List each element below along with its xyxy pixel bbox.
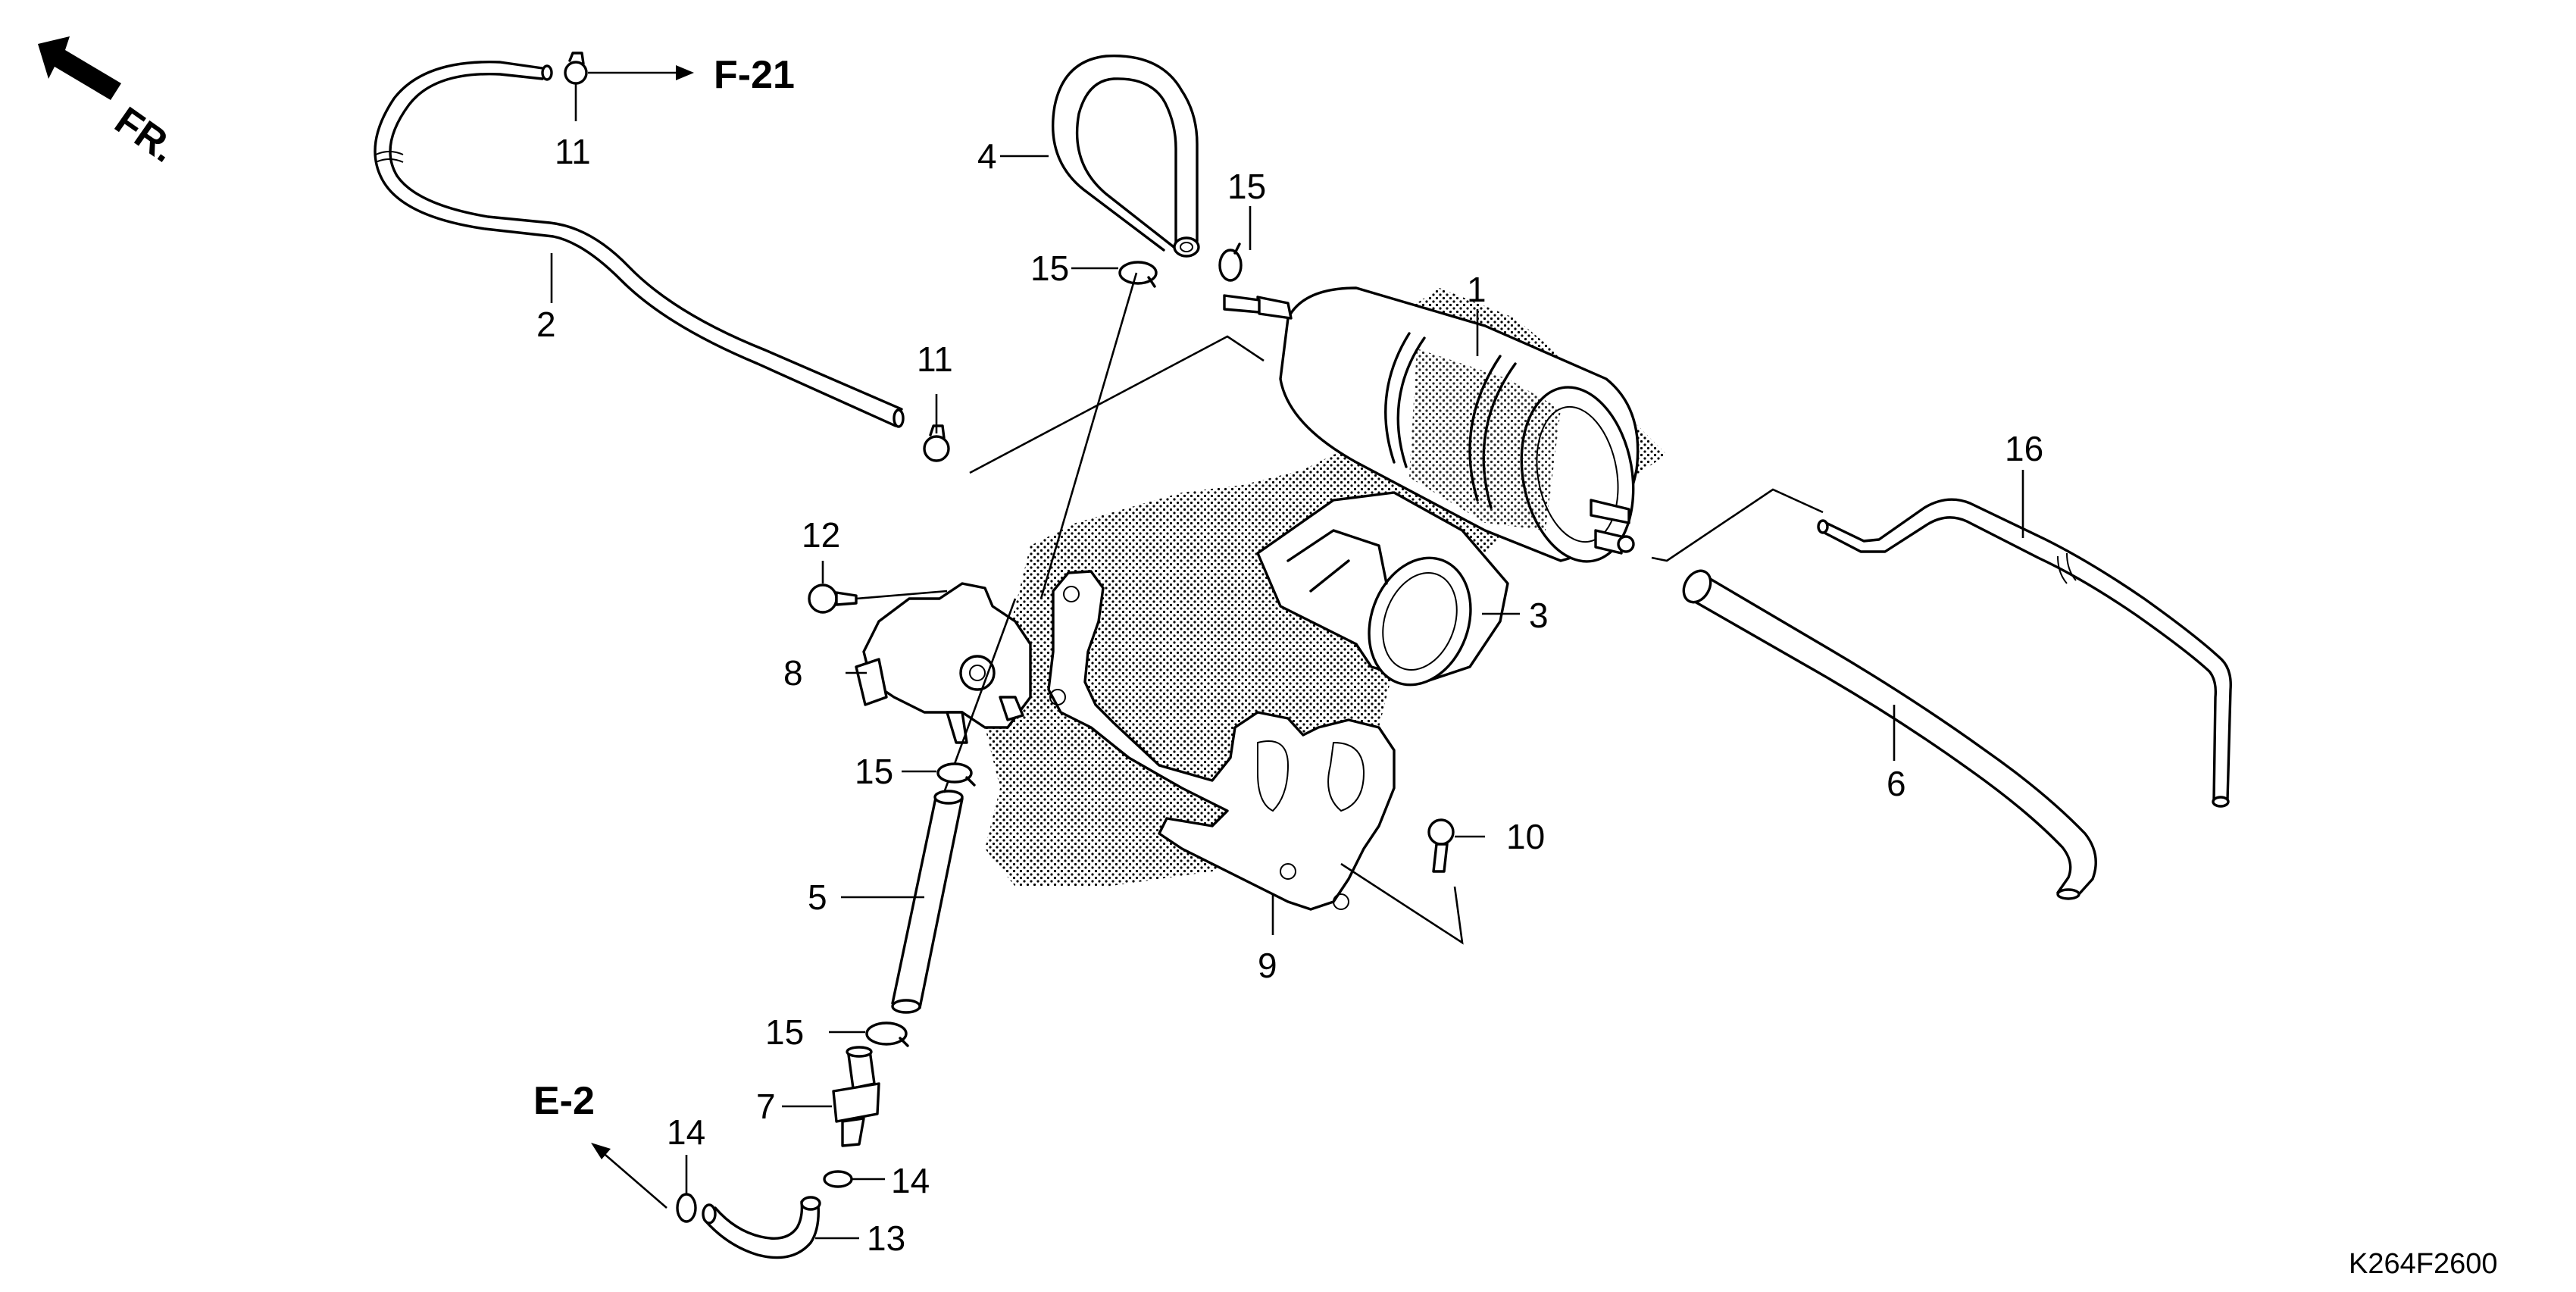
callout-11-lower: 11	[917, 339, 953, 379]
bolt-part-12	[808, 561, 948, 614]
reference-e2: E-2	[533, 1079, 595, 1123]
callout-16: 16	[2005, 429, 2043, 468]
callout-8: 8	[783, 653, 803, 693]
front-direction-label: FR.	[107, 99, 184, 171]
clip-part-11-upper	[564, 52, 694, 121]
callout-7: 7	[756, 1087, 776, 1126]
holder-part-3	[1256, 491, 1520, 687]
callout-14-left: 14	[667, 1112, 705, 1152]
hose-part-2	[374, 61, 905, 428]
callout-15-top: 15	[1227, 167, 1266, 206]
callout-15-bottom: 15	[765, 1012, 804, 1052]
callout-9: 9	[1258, 946, 1277, 985]
bolt-part-10	[1340, 818, 1485, 945]
callout-14-right: 14	[891, 1161, 930, 1200]
hose-part-16	[1651, 488, 2232, 808]
clip-part-15-upper	[1118, 242, 1243, 288]
hose-part-6	[1682, 569, 2097, 900]
clip-part-14	[676, 1155, 885, 1223]
callout-10: 10	[1506, 817, 1545, 856]
drawing-code: K264F2600	[2349, 1248, 2498, 1280]
bracket-part-9	[1047, 570, 1396, 935]
clip-part-15-lower	[829, 762, 976, 1047]
hose-part-13	[702, 1196, 859, 1259]
hose-part-5	[841, 272, 1138, 1014]
callout-labels: 1 2 3 4 5 6 7 8 9 10 11 11 12 13 14 14 1…	[536, 132, 2043, 1258]
callout-15-lower: 15	[855, 752, 893, 791]
canister-part-1	[969, 286, 1640, 563]
callout-1: 1	[1467, 270, 1487, 309]
callout-15-mid: 15	[1030, 249, 1069, 288]
hose-part-4	[1052, 55, 1200, 258]
callout-12: 12	[802, 515, 840, 555]
callout-6: 6	[1887, 764, 1906, 803]
callout-11-upper: 11	[555, 132, 591, 171]
clip-part-11-lower	[923, 394, 950, 462]
check-valve-part-7	[782, 1046, 880, 1147]
reference-f21: F-21	[714, 53, 795, 97]
callout-2: 2	[536, 305, 556, 344]
leader-lines	[550, 155, 2024, 761]
front-direction-arrow: FR.	[38, 36, 184, 171]
reference-arrow-e2	[591, 1143, 667, 1209]
valve-part-8	[846, 582, 1032, 744]
callout-13: 13	[867, 1218, 905, 1258]
callout-4: 4	[977, 136, 997, 176]
callout-5: 5	[808, 877, 827, 917]
callout-3: 3	[1529, 596, 1549, 635]
